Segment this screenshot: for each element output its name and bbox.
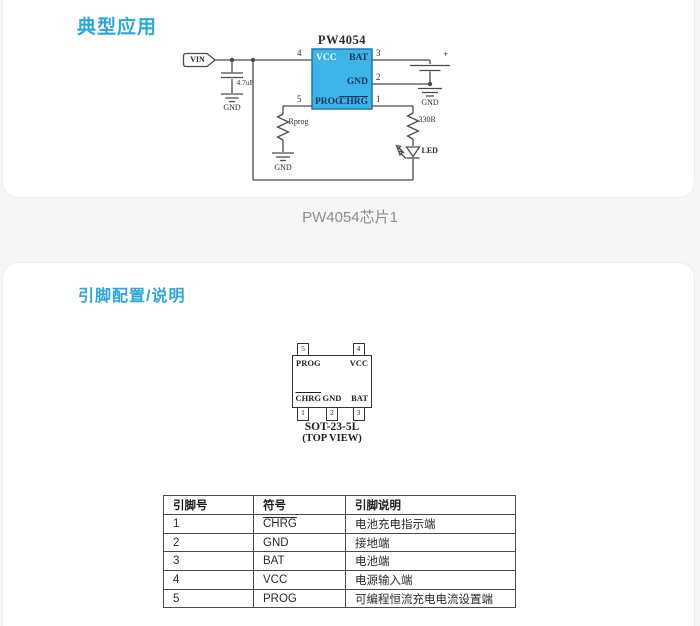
cell-desc: 接地端 [345, 532, 516, 553]
battery [372, 59, 450, 87]
pin-number-2: 2 [376, 72, 381, 82]
cell-desc: 电池端 [345, 551, 516, 572]
table-row: 2 GND 接地端 [163, 532, 516, 553]
pin-table-header-row: 引脚号 符号 引脚说明 [163, 495, 516, 515]
package-label-bat: BAT [351, 393, 368, 403]
package-body [292, 355, 372, 408]
cell-pin: 3 [163, 551, 254, 572]
rprog-label: Rprog [288, 117, 309, 126]
cell-symbol: PROG [253, 588, 346, 609]
circuit-wires [182, 48, 450, 181]
capacitor-value-label: 4.7uF [236, 78, 254, 87]
table-row: 3 BAT 电池端 [163, 551, 516, 572]
pin-number-4: 4 [297, 48, 302, 58]
pin-table-header-number: 引脚号 [163, 495, 254, 515]
cell-pin: 2 [163, 532, 254, 553]
rprog-resistor [272, 105, 312, 162]
table-row: 5 PROG 可编程恒流充电电流设置端 [163, 588, 516, 609]
section-title-typical-application: 典型应用 [77, 16, 158, 38]
chip-pin-label-vcc: VCC [316, 52, 337, 63]
cell-symbol: GND [253, 532, 346, 553]
cell-pin: 5 [163, 588, 254, 609]
table-row: 1 CHRG 电池充电指示端 [163, 514, 516, 534]
cell-pin: 4 [163, 570, 254, 590]
package-pin-3: 3 [352, 407, 365, 421]
package-pin-5: 5 [297, 342, 309, 356]
battery-ground [372, 83, 442, 97]
package-name: SOT-23-5L [304, 420, 360, 433]
gnd-label-battery: GND [421, 97, 439, 107]
package-label-chrg: CHRG [295, 393, 322, 403]
package-pin-1: 1 [297, 407, 309, 421]
chip-body [311, 48, 373, 110]
cell-desc: 可编程恒流充电电流设置端 [345, 588, 516, 609]
pin-table-header-symbol: 符号 [253, 495, 346, 515]
cell-symbol: VCC [253, 570, 346, 590]
input-capacitor [221, 60, 243, 103]
chip-title-label: PW4054 [317, 33, 367, 47]
pin-number-5: 5 [297, 94, 302, 104]
package-label-prog: PROG [296, 358, 321, 368]
figure-caption: PW4054芯片1 [302, 209, 398, 226]
r330-resistor [372, 105, 421, 146]
pin-number-1: 1 [376, 94, 381, 104]
pin-table: 引脚号 符号 引脚说明 1 CHRG 电池充电指示端 2 GND 接地端 3 B… [163, 495, 516, 609]
cell-symbol: BAT [253, 551, 346, 572]
gnd-label-cap: GND [223, 102, 241, 112]
cell-pin: 1 [163, 514, 254, 534]
gnd-label-rprog: GND [274, 163, 292, 172]
vin-tag-shape [182, 52, 217, 68]
cell-symbol: CHRG [253, 514, 346, 534]
led-label: LED [421, 146, 438, 155]
chip-pin-label-chrg: CHRG [339, 96, 369, 107]
cell-desc: 电源输入端 [345, 570, 516, 590]
battery-plus-label: + [443, 50, 449, 59]
application-circuit-diagram: PW4054 VIN 4 3 2 5 1 VCC BAT GND PROG CH… [0, 0, 700, 200]
section-title-pin-config: 引脚配置/说明 [78, 288, 186, 306]
table-row: 4 VCC 电源输入端 [163, 570, 516, 590]
led-symbol [395, 144, 421, 180]
package-view: (TOP VIEW) [302, 433, 362, 444]
cell-desc: 电池充电指示端 [345, 514, 516, 534]
chip-pin-label-gnd: GND [346, 76, 368, 87]
chip-pin-label-prog: PROG [315, 96, 343, 107]
pin-table-header-desc: 引脚说明 [345, 495, 516, 515]
vin-label: VIN [190, 55, 205, 64]
r330-label: 330R [418, 114, 436, 124]
package-pin-2: 2 [326, 407, 338, 421]
chip-pin-label-bat: BAT [349, 52, 368, 63]
package-pin-4: 4 [352, 342, 365, 356]
package-label-vcc: VCC [349, 358, 368, 368]
pin-number-3: 3 [376, 48, 381, 58]
package-label-gnd: GND [322, 393, 342, 403]
